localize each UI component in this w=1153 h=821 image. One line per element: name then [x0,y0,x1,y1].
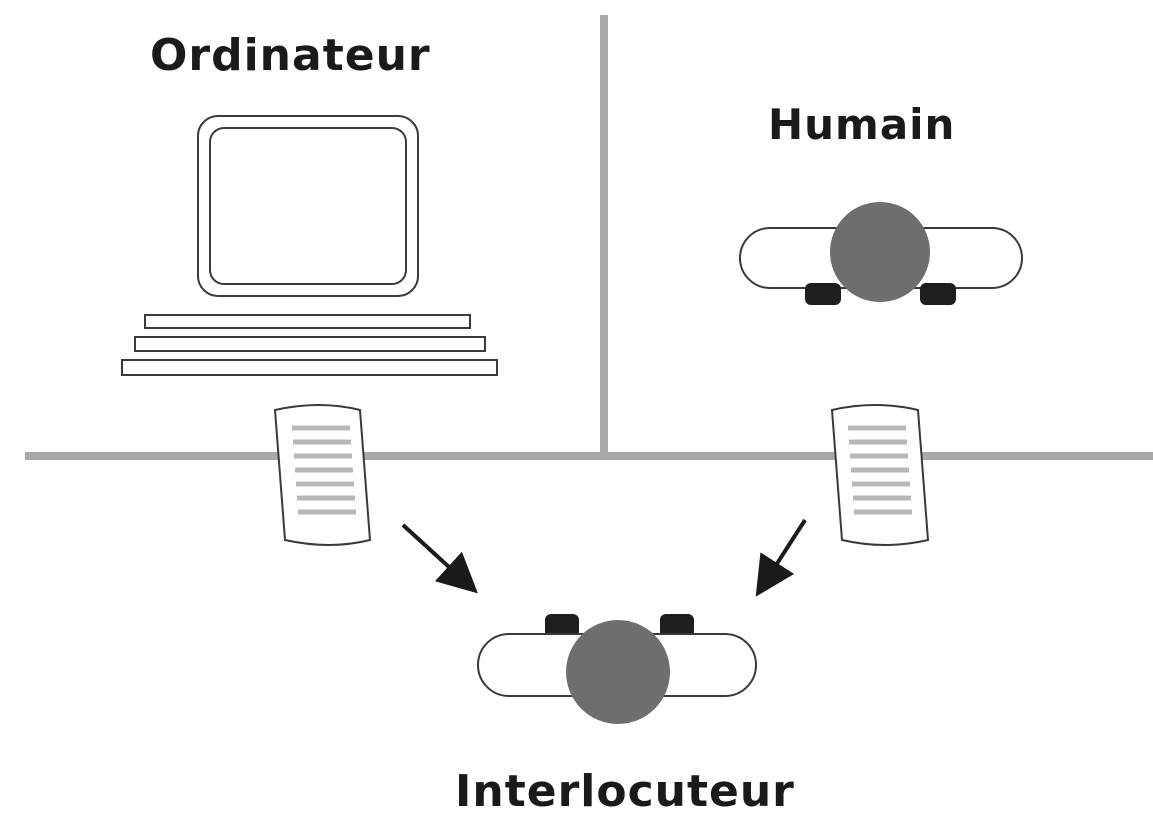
interrogator-icon [477,614,757,724]
keyboard-row-2 [134,336,486,352]
arrow-icon [755,518,807,597]
monitor-outer [197,115,419,297]
computer-label: Ordinateur [150,30,431,81]
horizontal-wall [25,452,1153,460]
human-head [830,202,930,302]
monitor-inner [209,127,407,285]
interrogator-head [566,620,670,724]
arrow-icon [401,523,478,594]
keyboard-row-1 [144,314,471,329]
human-icon [739,202,1023,305]
paper-left-lines [292,425,356,515]
vertical-wall [600,15,608,460]
human-hand-left [805,283,841,305]
human-label: Humain [768,100,956,149]
paper-right-lines [848,425,912,515]
paper-icon [830,404,930,546]
walls [25,15,1153,460]
interrogator-hand-left [545,614,579,638]
paper-icon [273,404,372,546]
keyboard-row-3 [121,359,498,376]
interrogator-hand-right [660,614,694,638]
interrogator-label: Interlocuteur [455,766,795,817]
computer-icon [121,115,498,376]
human-hand-right [920,283,956,305]
